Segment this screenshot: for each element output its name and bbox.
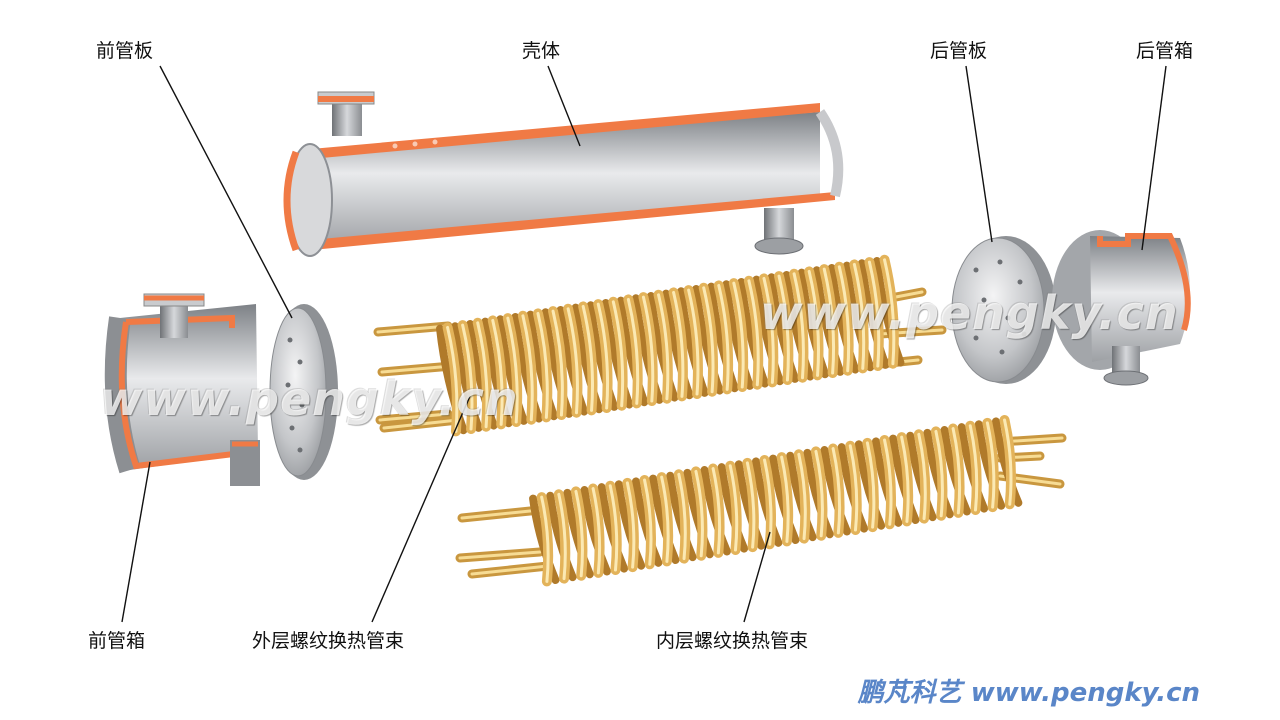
rear-channel — [1052, 230, 1191, 386]
rear-tubesheet — [951, 236, 1056, 384]
front-channel — [104, 293, 260, 486]
brand-footer: 鹏芃科艺 www.pengky.cn — [858, 672, 1200, 709]
shell-body — [283, 91, 844, 257]
label-rear-channel: 后管箱 — [1136, 40, 1194, 62]
label-shell: 壳体 — [522, 40, 561, 62]
leader-lines — [121, 65, 1167, 623]
label-front-channel: 前管箱 — [88, 630, 146, 652]
label-outer-bundle: 外层螺纹换热管束 — [252, 630, 405, 652]
brand-name: 鹏芃科艺 — [857, 678, 962, 708]
brand-url: www.pengky.cn — [970, 678, 1200, 708]
watermark-right: www.pengky.cn — [760, 286, 1179, 340]
label-inner-bundle: 内层螺纹换热管束 — [656, 630, 809, 652]
label-rear-tubesheet: 后管板 — [930, 40, 988, 62]
outer-coil-bundle — [373, 254, 947, 437]
label-front-tubesheet: 前管板 — [96, 40, 154, 62]
inner-coil-bundle — [455, 415, 1067, 587]
watermark-left: www.pengky.cn — [100, 372, 519, 426]
front-tubesheet — [269, 304, 338, 480]
